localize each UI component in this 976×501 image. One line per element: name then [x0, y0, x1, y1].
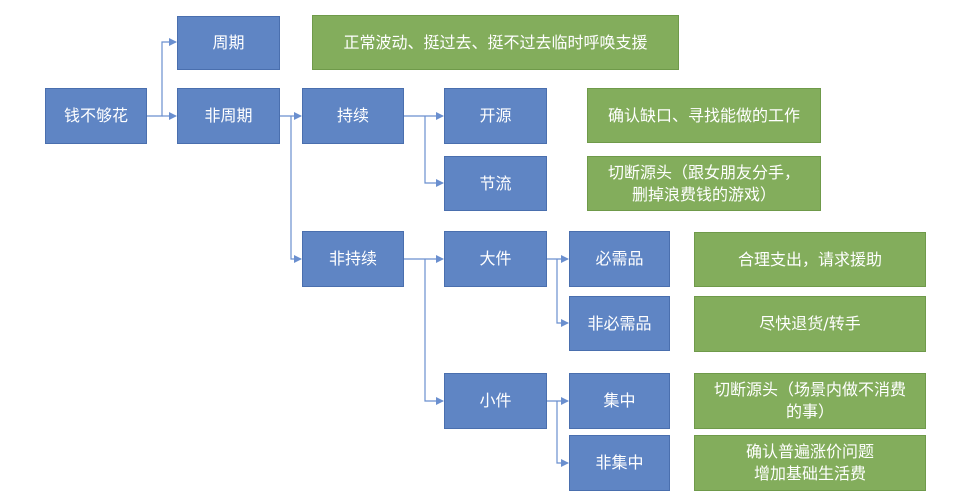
- node-concentrated: 集中: [569, 373, 670, 429]
- action-periodic-text: 正常波动、挺过去、挺不过去临时呼唤支援: [343, 32, 648, 52]
- action-necessity: 合理支出，请求援助: [694, 232, 926, 287]
- node-periodic-label: 周期: [212, 33, 245, 53]
- node-small-item: 小件: [444, 373, 547, 429]
- node-non-concentrated: 非集中: [569, 435, 670, 491]
- node-root: 钱不够花: [45, 88, 147, 144]
- node-open-source: 开源: [444, 88, 547, 144]
- action-non-concentrated-text: 确认普遍涨价问题 增加基础生活费: [745, 442, 874, 483]
- action-concentrated-text: 切断源头（场景内做不消费 的事）: [713, 380, 906, 421]
- node-non-concentrated-label: 非集中: [595, 453, 644, 473]
- node-non-necessity: 非必需品: [569, 296, 670, 351]
- node-big-item-label: 大件: [479, 249, 512, 269]
- node-continuous-label: 持续: [336, 106, 369, 126]
- node-non-continuous: 非持续: [302, 231, 404, 287]
- node-non-necessity-label: 非必需品: [587, 313, 652, 333]
- action-non-concentrated: 确认普遍涨价问题 增加基础生活费: [694, 435, 926, 491]
- node-root-label: 钱不够花: [63, 106, 128, 126]
- node-concentrated-label: 集中: [603, 391, 636, 411]
- action-concentrated: 切断源头（场景内做不消费 的事）: [694, 373, 926, 429]
- node-necessity-label: 必需品: [595, 249, 644, 269]
- node-open-source-label: 开源: [479, 106, 512, 126]
- node-non-periodic: 非周期: [177, 88, 280, 144]
- node-small-item-label: 小件: [479, 391, 512, 411]
- edge-small-nonconcentrated: [556, 401, 569, 467]
- action-cut-spending: 切断源头（跟女朋友分手， 删掉浪费钱的游戏）: [587, 156, 821, 211]
- action-open-source-text: 确认缺口、寻找能做的工作: [607, 105, 800, 125]
- action-non-necessity-text: 尽快退货/转手: [759, 314, 861, 334]
- node-cut-spending-label: 节流: [479, 173, 512, 193]
- node-non-continuous-label: 非持续: [328, 249, 377, 269]
- action-non-necessity: 尽快退货/转手: [694, 296, 926, 352]
- action-periodic: 正常波动、挺过去、挺不过去临时呼唤支援: [312, 15, 679, 70]
- edge-noncontinuous-small: [424, 259, 444, 405]
- node-periodic: 周期: [177, 16, 280, 70]
- edge-big-nonnecessity: [556, 259, 569, 327]
- action-cut-spending-text: 切断源头（跟女朋友分手， 删掉浪费钱的游戏）: [607, 162, 800, 204]
- edge-continuous-cut: [424, 116, 444, 187]
- action-necessity-text: 合理支出，请求援助: [737, 249, 882, 269]
- edge-nonperiodic-noncontinuous: [290, 116, 302, 263]
- edge-root-periodic: [147, 38, 177, 117]
- node-cut-spending: 节流: [444, 156, 547, 211]
- action-open-source: 确认缺口、寻找能做的工作: [587, 88, 821, 143]
- node-non-periodic-label: 非周期: [204, 106, 253, 126]
- node-continuous: 持续: [302, 88, 404, 144]
- node-necessity: 必需品: [569, 231, 670, 287]
- node-big-item: 大件: [444, 231, 547, 287]
